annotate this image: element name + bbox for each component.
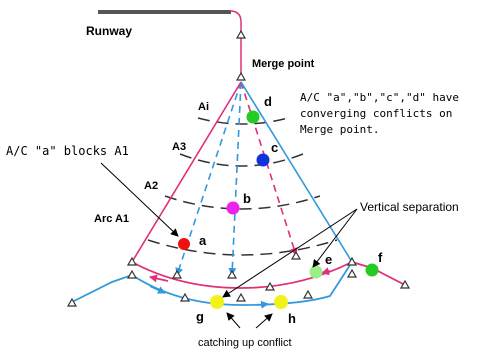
aircraft-c-label: c [271, 140, 278, 155]
aircraft-e-dot [309, 265, 323, 279]
aircraft-d-label: d [264, 94, 272, 109]
aircraft-a-label: a [199, 233, 207, 248]
aircraft-b-dot [226, 201, 240, 215]
catching-up-arrow-left [226, 312, 241, 329]
aircraft-f-dot [365, 263, 379, 277]
blue-route-arrow-1 [149, 285, 166, 294]
waypoint-bottom-4 [302, 289, 314, 299]
aircraft-h-dot [274, 295, 288, 309]
waypoint-lane-3 [290, 250, 302, 260]
aircraft-d-dot [246, 110, 260, 124]
waypoint-left-2 [126, 256, 138, 266]
arc-a1-label: Arc A1 [94, 213, 129, 225]
catching-up-arrow-right [255, 313, 273, 329]
vertical-separation-arrow-2 [312, 208, 358, 268]
arcs [147, 117, 338, 256]
merge-point-label: Merge point [252, 58, 315, 70]
pink-route-arrow-2 [321, 267, 331, 276]
arc-a2 [164, 195, 321, 210]
final-approach-route [229, 10, 242, 80]
waypoint-left-3 [126, 269, 138, 279]
cone-left-edge [131, 81, 242, 263]
blocks-note: A/C "a" blocks A1 [6, 144, 129, 158]
waypoints [66, 29, 411, 307]
aircraft-a-dot [178, 238, 190, 250]
waypoint-runway [235, 29, 247, 39]
waypoint-right-2 [346, 268, 358, 278]
waypoint-right-3 [399, 279, 411, 289]
cone-right-edge [240, 81, 353, 263]
arc-a3 [179, 153, 304, 167]
arc-a3-label: A3 [172, 141, 186, 153]
waypoint-right-1 [346, 256, 358, 266]
pink-route [131, 261, 406, 289]
aircraft-b-label: b [243, 191, 251, 206]
vertical-separation-arrow-1 [222, 208, 358, 298]
pink-route-arrow-1 [149, 274, 169, 283]
runway-label: Runway [86, 24, 132, 38]
aircraft-g-label: g [196, 309, 204, 324]
vertical-separation-label: Vertical separation [360, 200, 459, 214]
blue-lane-center [228, 81, 242, 276]
aircraft-h-label: h [288, 311, 296, 326]
converging-note-line-1: A/C "a","b","c","d" have [300, 91, 459, 104]
waypoint-bottom-1 [179, 292, 191, 302]
waypoint-lane-1 [171, 269, 183, 279]
arc-ai-label: Ai [198, 101, 209, 113]
aircraft-e-label: e [325, 252, 332, 267]
blocks-note-arrow [100, 162, 179, 237]
aircraft-c-dot [256, 153, 270, 167]
arc-a2-label: A2 [144, 180, 158, 192]
blue-route-arrow-2 [257, 300, 269, 309]
converging-note-line-3: Merge point. [300, 123, 379, 136]
arc-a1 [147, 239, 338, 256]
converging-note-line-2: converging conflicts on [300, 107, 452, 120]
catching-up-label: catching up conflict [198, 337, 292, 349]
waypoint-left-1 [66, 297, 78, 307]
waypoint-lane-2 [226, 269, 238, 279]
pink-lane-dashed [240, 81, 298, 256]
waypoint-merge [235, 71, 247, 81]
waypoint-bottom-3 [264, 281, 276, 291]
blue-route [71, 261, 353, 306]
arc-ai [197, 117, 289, 125]
aircraft-g-dot [210, 295, 224, 309]
waypoint-bottom-2 [235, 292, 247, 302]
aircraft-f-label: f [378, 250, 383, 265]
